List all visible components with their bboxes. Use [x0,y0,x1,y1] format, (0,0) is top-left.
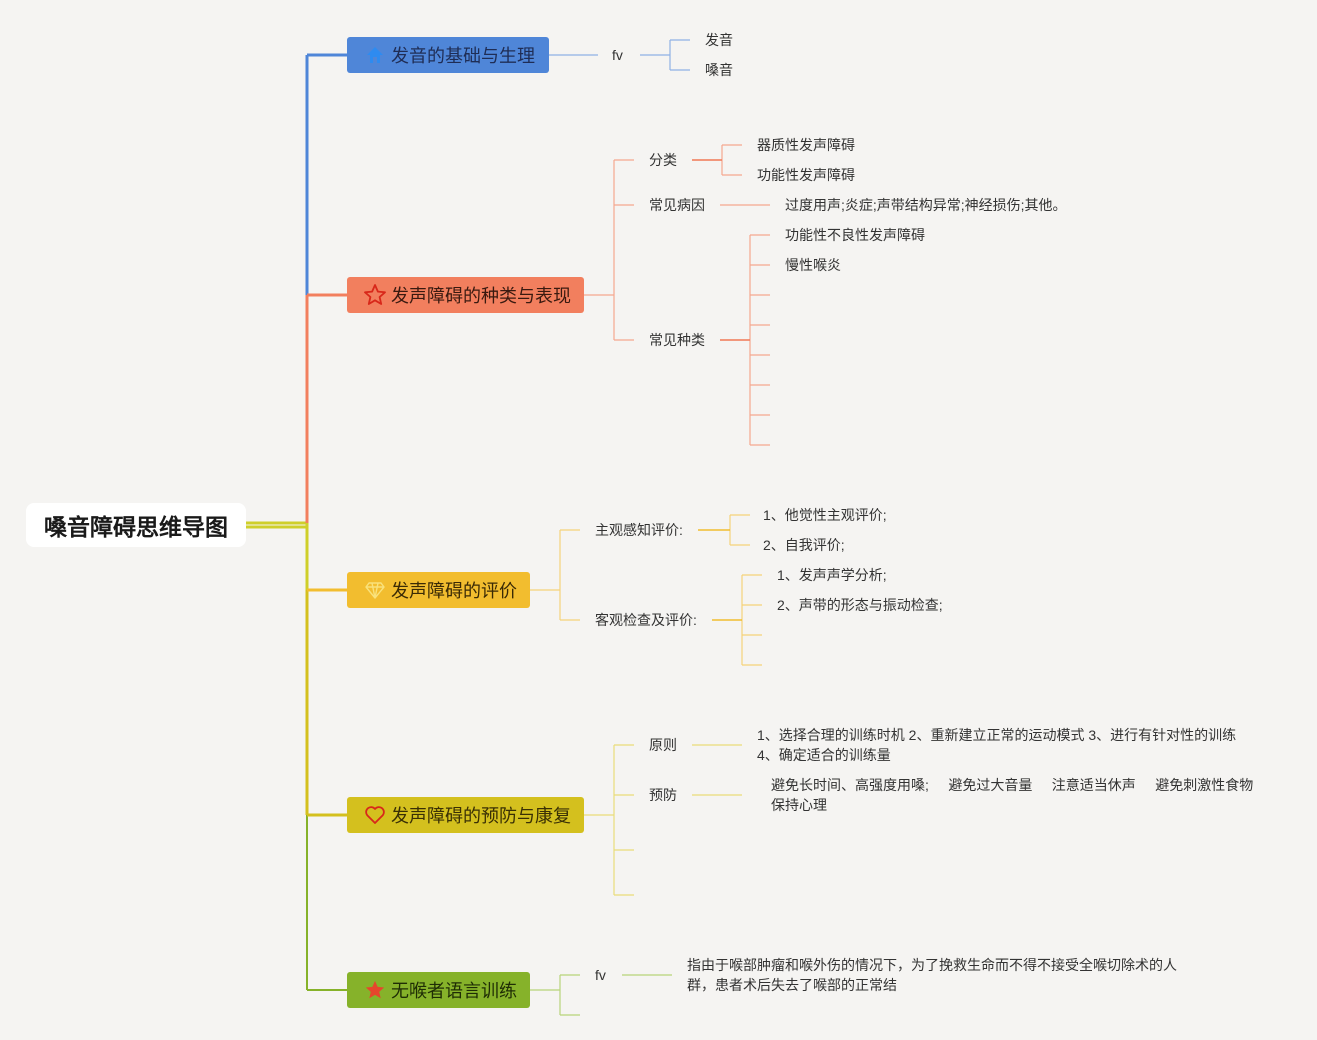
topic-prevention[interactable]: 发声障碍的预防与康复 [347,797,584,833]
subtopic-common-types[interactable]: 常见种类 [649,332,705,348]
topic-label: 发声障碍的评价 [391,581,517,601]
root-node[interactable]: 嗓音障碍思维导图 [26,503,246,547]
leaf-fayin[interactable]: 发音 [705,32,733,48]
subtopic-causes[interactable]: 常见病因 [649,197,705,213]
diamond-icon [363,578,387,602]
leaf-prevention[interactable]: 避免长时间、高强度用嗓; 避免过大音量 注意适当休声 避免刺激性食物 保持心理 [771,777,1273,813]
leaf-acoustic[interactable]: 1、发声声学分析; [777,567,887,583]
topic-label: 无喉者语言训练 [391,981,517,1001]
heart-outline-icon [363,803,387,827]
leaf-self-eval[interactable]: 2、自我评价; [763,537,845,553]
subtopic-classification[interactable]: 分类 [649,152,677,168]
leaf-organic[interactable]: 器质性发声障碍 [757,137,855,153]
topic-basics[interactable]: 发音的基础与生理 [347,37,549,73]
root-title: 嗓音障碍思维导图 [44,514,228,540]
subtopic-fv-1[interactable]: fv [612,47,623,63]
subtopic-subjective[interactable]: 主观感知评价: [595,522,683,538]
leaf-other-subjective[interactable]: 1、他觉性主观评价; [763,507,887,523]
leaf-laryngectomy-desc[interactable]: 指由于喉部肿瘤和喉外伤的情况下，为了挽救生命而不得不接受全喉切除术的人群，患者术… [687,957,1177,993]
subtopic-prevention[interactable]: 预防 [649,787,677,803]
topic-label: 发音的基础与生理 [391,46,535,66]
leaf-principles[interactable]: 1、选择合理的训练时机 2、重新建立正常的运动模式 3、进行有针对性的训练 4、… [757,727,1237,763]
subtopic-objective[interactable]: 客观检查及评价: [595,612,697,628]
root-connector [246,521,307,529]
leaf-sangyin[interactable]: 嗓音 [705,62,733,78]
topic-evaluation[interactable]: 发声障碍的评价 [347,572,530,608]
leaf-vocal-fold[interactable]: 2、声带的形态与振动检查; [777,597,943,613]
topic-label: 发声障碍的种类与表现 [391,286,571,306]
star-outline-icon [363,283,387,307]
subtopic-fv-2[interactable]: fv [595,967,606,983]
topic-laryngectomy[interactable]: 无喉者语言训练 [347,972,530,1008]
star-filled-icon [363,978,387,1002]
leaf-functional-poor[interactable]: 功能性不良性发声障碍 [785,227,925,243]
leaf-chronic-laryngitis[interactable]: 慢性喉炎 [785,257,841,273]
home-icon [363,43,387,67]
subtopic-principles[interactable]: 原则 [649,737,677,753]
topic-label: 发声障碍的预防与康复 [391,806,571,826]
leaf-causes[interactable]: 过度用声;炎症;声带结构异常;神经损伤;其他。 [785,197,1067,213]
topic-types[interactable]: 发声障碍的种类与表现 [347,277,584,313]
leaf-functional[interactable]: 功能性发声障碍 [757,167,855,183]
